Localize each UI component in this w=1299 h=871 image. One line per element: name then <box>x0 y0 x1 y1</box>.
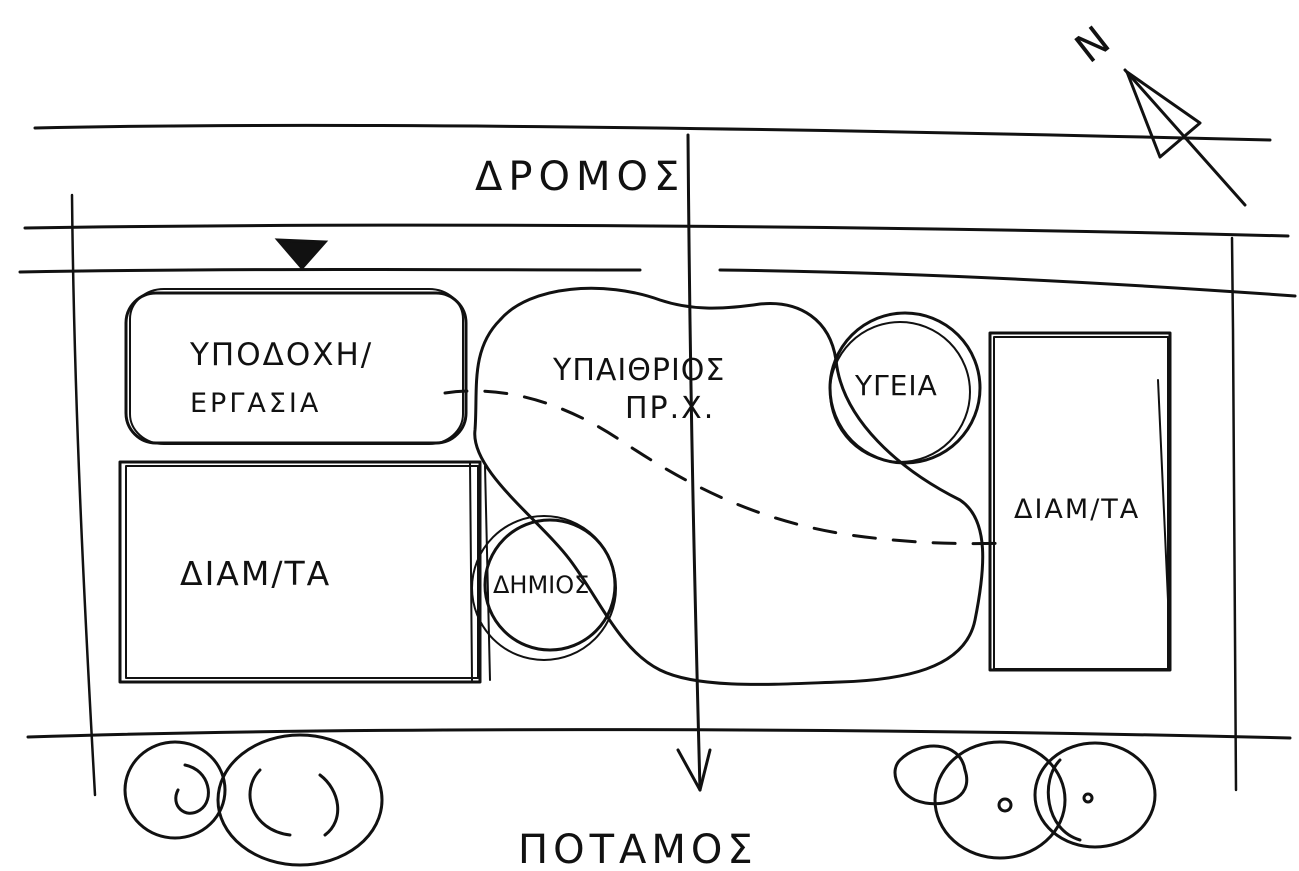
street-label: ΔΡΟΜΟΣ <box>475 154 685 200</box>
open-space-label-line1: ΥΠΑΙΘΡΙΟΣ <box>552 353 725 388</box>
entrance-marker <box>278 240 325 268</box>
trees-left <box>125 735 382 865</box>
housing-right-label: ΔΙΑΜ/ΤΑ <box>1014 494 1140 525</box>
open-space-label-line2: ΠΡ.Χ. <box>625 391 715 426</box>
reception-label-line2: ΕΡΓΑΣΙΑ <box>190 388 321 419</box>
central-axis <box>678 135 710 790</box>
north-label: N <box>1067 18 1119 73</box>
health-label: ΥΓΕΙΑ <box>854 369 938 402</box>
road-lines <box>20 125 1295 296</box>
reception-label-line1: ΥΠΟΔΟΧΗ/ <box>189 337 373 373</box>
public-label: ΔΗΜΙΟΣ <box>493 571 589 599</box>
housing-left-label: ΔΙΑΜ/ΤΑ <box>180 554 331 593</box>
river-edge-line <box>28 730 1290 738</box>
trees-right <box>895 742 1155 858</box>
dashed-path <box>445 391 1010 544</box>
river-label: ΠΟΤΑΜΟΣ <box>518 827 758 871</box>
open-space-area <box>475 288 983 684</box>
